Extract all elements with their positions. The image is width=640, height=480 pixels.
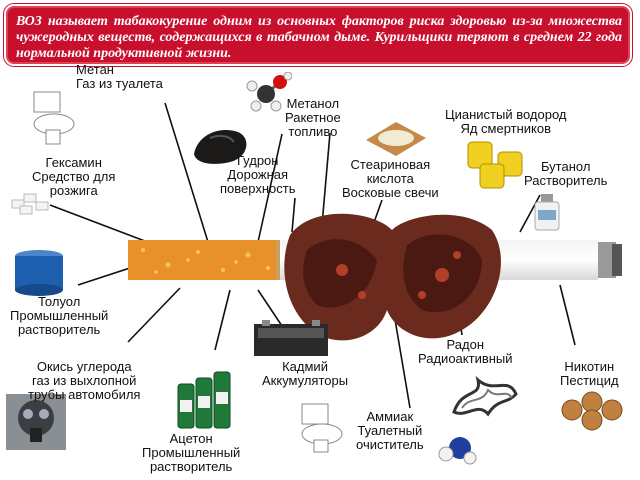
banner-text: ВОЗ называет табакокурение одним из осно…	[16, 14, 622, 61]
cigarette-filter	[128, 240, 278, 280]
toluene-barrel-image	[15, 250, 63, 296]
acetone-bottles-image	[177, 371, 231, 429]
canisters-image	[467, 141, 523, 189]
cigarettes-bundle-image	[561, 391, 623, 431]
warning-banner: ВОЗ называет табакокурение одним из осно…	[4, 4, 632, 66]
butanol-bottle-image	[534, 194, 560, 231]
gas-mask-image	[6, 394, 66, 450]
toilet-icon	[33, 91, 75, 145]
hexamine-tablets-image	[11, 193, 49, 215]
methanol-molecule-icon	[246, 72, 292, 112]
lungs-image	[284, 213, 501, 341]
stearic-acid-plate-image	[366, 122, 426, 156]
tar-image	[194, 130, 247, 164]
ammonia-molecule-icon	[438, 437, 477, 465]
toilet-icon	[301, 403, 343, 453]
battery-image	[254, 320, 328, 356]
radon-smoke-image	[452, 375, 518, 417]
